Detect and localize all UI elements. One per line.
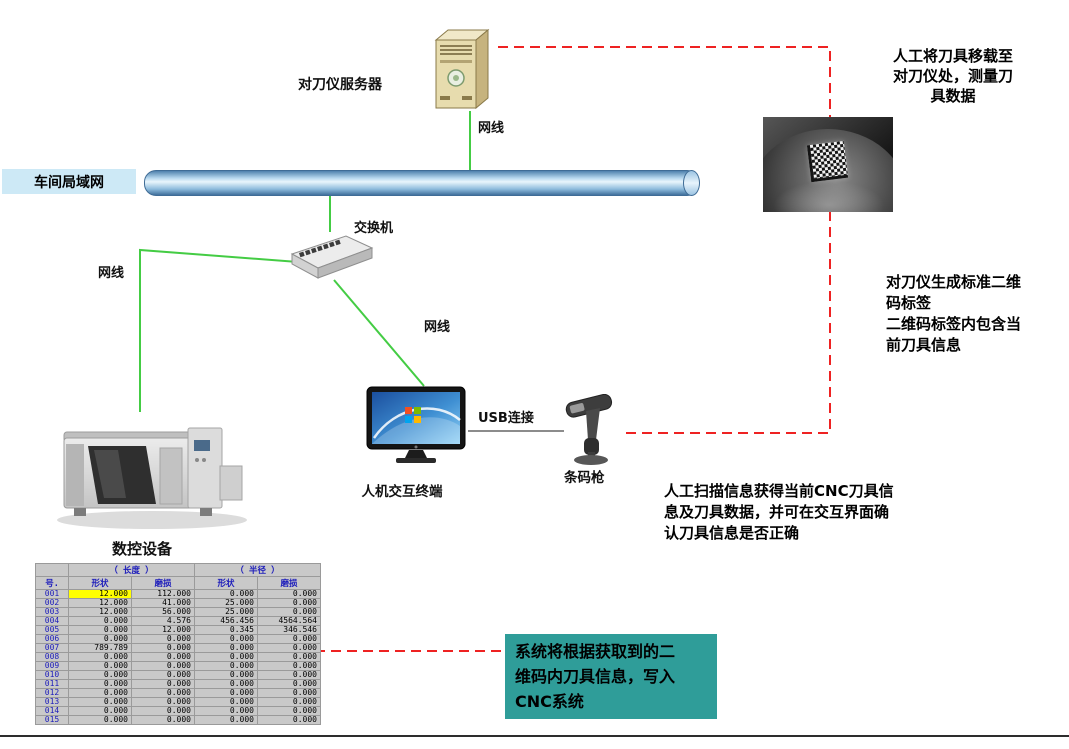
server-label: 对刀仪服务器 <box>298 77 382 93</box>
workshop-lan-label: 车间局域网 <box>2 169 136 194</box>
windows-logo-icon <box>405 407 421 423</box>
annotation-scan-info: 人工扫描信息获得当前CNC刀具信 息及刀具数据，并可在交互界面确 认刀具信息是否… <box>664 482 894 542</box>
table-group-radius: （ 半径 ） <box>194 563 321 577</box>
cnc-machine-icon <box>50 408 255 537</box>
tool-value-cell: 0.000 <box>131 715 195 725</box>
table-corner-cell <box>35 563 69 577</box>
terminal-label: 人机交互终端 <box>361 484 443 500</box>
red-dashed-path-scanner <box>498 46 831 434</box>
datamatrix-code-icon <box>806 140 849 183</box>
switch-label: 交换机 <box>354 221 394 236</box>
table-header-row: 号. 形状 磨损 形状 磨损 <box>35 576 321 590</box>
scanner-label: 条码枪 <box>564 470 605 486</box>
bottom-divider <box>0 735 1069 737</box>
tool-value-cell: 0.000 <box>257 715 321 725</box>
col-header-shape-radius: 形状 <box>194 576 258 590</box>
network-cable-line-cnc <box>139 248 299 412</box>
col-header-no: 号. <box>35 576 69 590</box>
lan-bus-pipe <box>144 170 700 196</box>
col-header-wear-radius: 磨损 <box>257 576 321 590</box>
tool-value-cell: 0.000 <box>194 715 258 725</box>
server-icon <box>426 26 492 116</box>
annotation-qr-generate: 对刀仪生成标准二维 码标签 二维码标签内包含当 前刀具信息 <box>886 273 1022 354</box>
col-header-shape-length: 形状 <box>68 576 132 590</box>
tool-number-cell: 015 <box>35 715 69 725</box>
network-cable-label-mid: 网线 <box>424 320 451 335</box>
network-cable-label-left: 网线 <box>98 266 125 281</box>
col-header-wear-length: 磨损 <box>131 576 195 590</box>
write-cnc-note: 系统将根据获取到的二 维码内刀具信息，写入 CNC系统 <box>505 634 717 719</box>
switch-icon <box>286 228 378 290</box>
usb-label: USB连接 <box>478 411 534 426</box>
hmi-terminal-icon <box>366 386 466 472</box>
tool-datamatrix-photo <box>763 117 893 212</box>
table-group-header-row: （ 长度 ） （ 半径 ） <box>35 563 321 577</box>
barcode-scanner-icon <box>562 393 620 470</box>
cnc-label: 数控设备 <box>112 540 173 558</box>
table-group-length: （ 长度 ） <box>68 563 195 577</box>
annotation-move-tool: 人工将刀具移载至 对刀仪处，测量刀 具数据 <box>892 47 1013 105</box>
network-cable-line-terminal <box>333 279 425 387</box>
network-cable-label-top: 网线 <box>478 121 505 136</box>
tool-value-cell: 0.000 <box>68 715 132 725</box>
